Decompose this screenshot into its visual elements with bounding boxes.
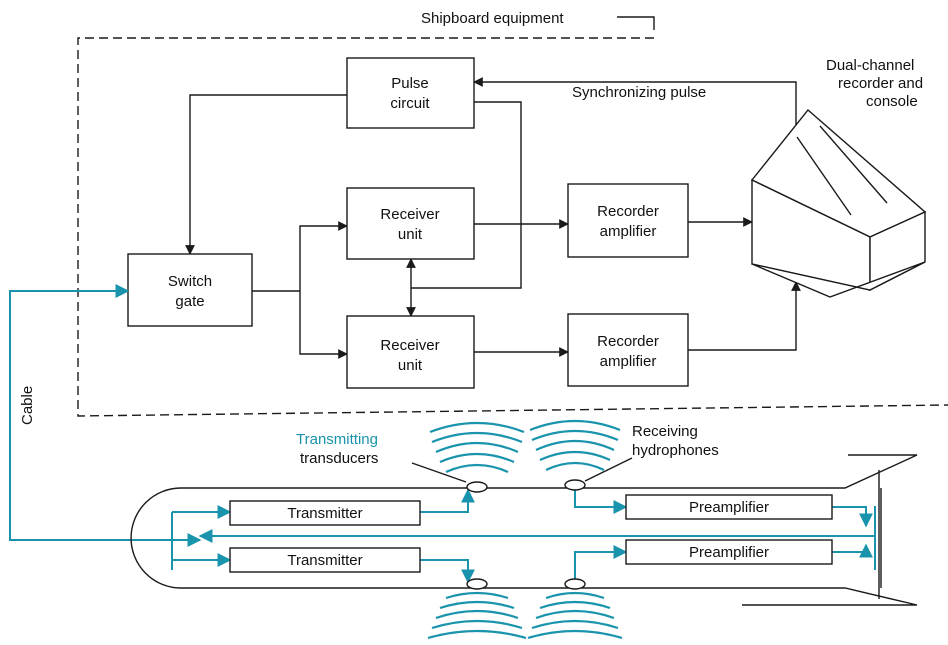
transducer-leader bbox=[411, 462, 467, 483]
preamplifier-2-label: Preamplifier bbox=[689, 544, 769, 561]
transmitting-transducer-top bbox=[466, 481, 488, 493]
preamp1-to-bus bbox=[832, 506, 873, 528]
shipboard-boundary bbox=[77, 37, 948, 417]
preamplifier-block-1 bbox=[625, 494, 833, 520]
receiving-label-2: hydrophones bbox=[632, 442, 719, 459]
amp2-to-console bbox=[688, 281, 801, 351]
receiving-label-1: Receiving bbox=[632, 423, 698, 440]
recorder-console bbox=[750, 108, 927, 298]
shipboard-label: Shipboard equipment bbox=[421, 10, 564, 27]
transmitter-2-label: Transmitter bbox=[287, 552, 362, 569]
cable-label: Cable bbox=[19, 386, 36, 425]
sync-pulse-label: Synchronizing pulse bbox=[572, 84, 706, 101]
recorder-amplifier-block-2 bbox=[567, 313, 689, 387]
waves-transducer-top bbox=[429, 421, 525, 474]
console-label-3: console bbox=[866, 93, 918, 110]
switch-gate-label-1: Switch bbox=[168, 273, 212, 290]
towed-body-outline bbox=[130, 454, 918, 606]
transmitting-label-2: transducers bbox=[300, 450, 378, 467]
sync-pulse-line bbox=[473, 77, 797, 140]
preamplifier-block-2 bbox=[625, 539, 833, 565]
recorder-amplifier-1-label-2: amplifier bbox=[600, 223, 657, 240]
recorder-amplifier-block-1 bbox=[567, 183, 689, 258]
recorder-amplifier-2-label-2: amplifier bbox=[600, 353, 657, 370]
transmitter-1-label: Transmitter bbox=[287, 505, 362, 522]
transmitter-block-2 bbox=[229, 547, 421, 573]
receiver-unit-1-label-1: Receiver bbox=[380, 206, 439, 223]
transmitter-block-1 bbox=[229, 500, 421, 526]
pulse-circuit-label-1: Pulse bbox=[391, 75, 429, 92]
receiving-hydrophone-top bbox=[564, 479, 586, 491]
receiver-unit-block-2 bbox=[346, 315, 475, 389]
switch-gate-label-2: gate bbox=[175, 293, 204, 310]
receiver-unit-block-1 bbox=[346, 187, 475, 260]
receiver-unit-1-label-2: unit bbox=[398, 226, 423, 243]
receiving-hydrophone-bottom bbox=[564, 578, 586, 590]
pulse-to-switch-line bbox=[185, 94, 347, 255]
preamp2-to-bus bbox=[832, 543, 873, 558]
hydrophone-leader bbox=[584, 457, 633, 482]
receiver-unit-2-label-1: Receiver bbox=[380, 337, 439, 354]
transmitting-transducer-bottom bbox=[466, 578, 488, 590]
receiver-unit-2-label-2: unit bbox=[398, 357, 423, 374]
switch-to-receiver2 bbox=[299, 291, 348, 359]
console-label-1: Dual-channel bbox=[826, 57, 914, 74]
pulse-circuit-block bbox=[346, 57, 475, 129]
transmitting-label-1: Transmitting bbox=[296, 431, 378, 448]
recorder-amplifier-1-label-1: Recorder bbox=[597, 203, 659, 220]
tx1-to-transducer bbox=[420, 488, 475, 513]
switch-to-receiver1 bbox=[299, 221, 348, 291]
switch-gate-block bbox=[127, 253, 253, 327]
cable-line bbox=[9, 284, 202, 547]
waves-hydrophone-top bbox=[529, 419, 621, 471]
tx2-to-transducer bbox=[420, 559, 475, 584]
waves-hydrophone-bottom bbox=[527, 591, 623, 640]
console-label-2: recorder and bbox=[838, 75, 923, 92]
shipboard-leader bbox=[617, 16, 655, 30]
pulse-to-receivers-line bbox=[411, 101, 522, 289]
pulse-circuit-label-2: circuit bbox=[390, 95, 430, 112]
preamplifier-1-label: Preamplifier bbox=[689, 499, 769, 516]
hydrophone1-to-preamp bbox=[574, 490, 628, 514]
waves-transducer-bottom bbox=[427, 591, 527, 640]
hydrophone2-to-preamp bbox=[574, 545, 628, 582]
recorder-amplifier-2-label-1: Recorder bbox=[597, 333, 659, 350]
